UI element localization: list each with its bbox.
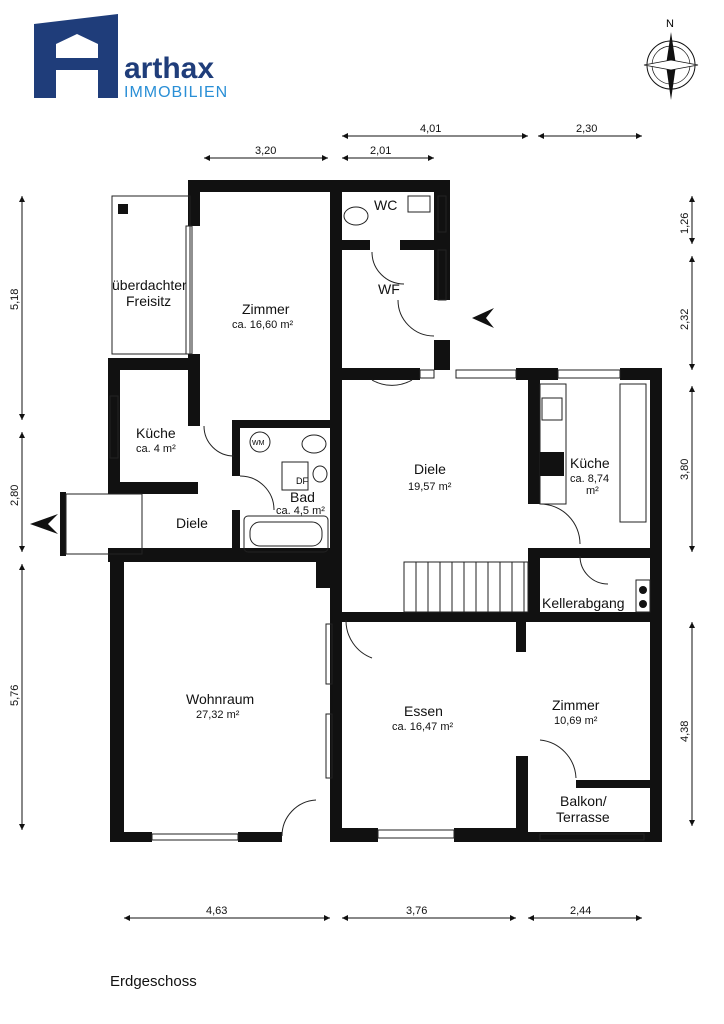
brand-name: arthax: [124, 52, 214, 85]
dimension-lines: 4,01 2,30 3,20 2,01 5,18 2,80 5,76 1,26 …: [9, 123, 695, 921]
freisitz-label-1: überdachter: [112, 277, 187, 293]
wc-sink-icon: [407, 195, 431, 213]
logo-house-icon: [34, 14, 118, 98]
dim-top-401: 4,01: [420, 123, 441, 135]
kitchen-sink-icon: [541, 397, 563, 421]
pillar-icon: [118, 204, 128, 214]
diele-main-label: Diele: [414, 461, 446, 477]
dim-left-280: 2,80: [9, 485, 21, 506]
essen-label: Essen: [404, 703, 443, 719]
washing-machine-icon: [249, 431, 271, 453]
wc-toilet-icon: [343, 206, 369, 226]
kueche-small-area: ca. 4 m²: [136, 443, 176, 455]
dim-bottom-244: 2,44: [570, 905, 591, 917]
brand-tagline: IMMOBILIEN: [124, 84, 228, 101]
toilet-icon: [301, 434, 327, 454]
wohnraum-area: 27,32 m²: [196, 709, 240, 721]
dim-right-232: 2,32: [679, 309, 691, 330]
room-labels: überdachter Freisitz Zimmer ca. 16,60 m²…: [112, 197, 625, 825]
kueche-large-area-2: m²: [586, 485, 599, 497]
df-label: DF: [296, 476, 308, 486]
dim-right-438: 4,38: [679, 721, 691, 742]
kueche-large-area-1: ca. 8,74: [570, 473, 609, 485]
kueche-small-label: Küche: [136, 425, 176, 441]
sink-icon: [312, 465, 328, 483]
wc-label: WC: [374, 197, 397, 213]
entrance-arrow-icon: [30, 514, 58, 534]
diele-main-area: 19,57 m²: [408, 481, 452, 493]
walls: [60, 180, 662, 842]
wf-label: WF: [378, 281, 400, 297]
balkon-label-1: Balkon/: [560, 793, 607, 809]
dim-right-380: 3,80: [679, 459, 691, 480]
stove-icon: [540, 452, 564, 476]
dim-bottom-376: 3,76: [406, 905, 427, 917]
zimmer-top-label: Zimmer: [242, 301, 290, 317]
staircase: [403, 561, 529, 613]
floor-caption: Erdgeschoss: [110, 973, 197, 990]
dim-top-201: 2,01: [370, 145, 391, 157]
freisitz-label-2: Freisitz: [126, 293, 171, 309]
bad-label: Bad: [290, 489, 315, 505]
bathtub-icon: [243, 515, 329, 553]
direction-arrow-icon: [472, 308, 494, 328]
kueche-large-label: Küche: [570, 455, 610, 471]
essen-area: ca. 16,47 m²: [392, 721, 453, 733]
dim-left-576: 5,76: [9, 685, 21, 706]
dim-top-320: 3,20: [255, 145, 276, 157]
zimmer-right-area: 10,69 m²: [554, 715, 598, 727]
compass-icon: N: [643, 18, 699, 100]
windows-and-fixtures: WM: [30, 195, 651, 841]
dim-top-230: 2,30: [576, 123, 597, 135]
compass-north-label: N: [666, 18, 674, 30]
wm-label: WM: [252, 440, 265, 447]
bad-area: ca. 4,5 m²: [276, 505, 325, 517]
kellerabgang-label: Kellerabgang: [542, 595, 625, 611]
diele-left-label: Diele: [176, 515, 208, 531]
dim-right-126: 1,26: [679, 213, 691, 234]
brand-logo: arthax IMMOBILIEN: [34, 14, 228, 101]
dim-bottom-463: 4,63: [206, 905, 227, 917]
kitchen-counter: [539, 383, 567, 505]
zimmer-right-label: Zimmer: [552, 697, 600, 713]
wohnraum-label: Wohnraum: [186, 691, 254, 707]
zimmer-top-area: ca. 16,60 m²: [232, 319, 293, 331]
balkon-label-2: Terrasse: [556, 809, 610, 825]
dim-left-518: 5,18: [9, 289, 21, 310]
